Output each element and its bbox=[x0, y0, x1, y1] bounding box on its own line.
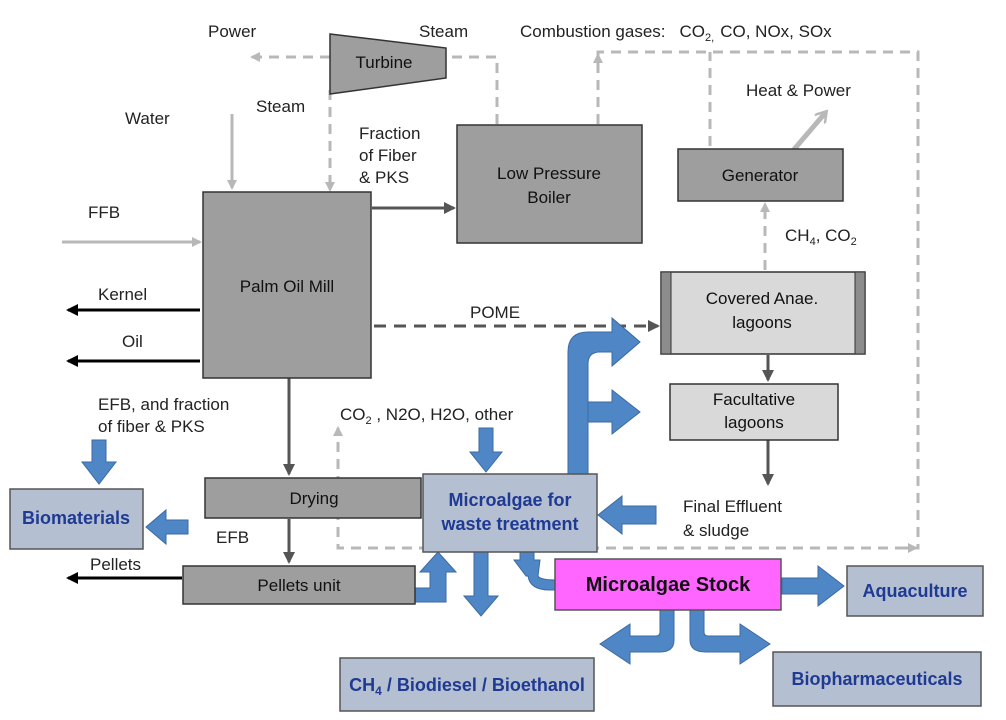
gases-label: CO2 , N2O, H2O, other bbox=[340, 405, 514, 427]
ffb-label: FFB bbox=[88, 203, 120, 222]
steam-left-label: Steam bbox=[256, 97, 305, 116]
palm-oil-mill-box bbox=[202, 191, 372, 379]
gases-co2: CO bbox=[340, 405, 366, 424]
palm-oil-mill-label: Palm Oil Mill bbox=[240, 277, 334, 296]
generator-label: Generator bbox=[722, 166, 799, 185]
final-effluent-label-line2: & sludge bbox=[683, 521, 749, 540]
dark-arrows bbox=[283, 202, 774, 564]
biogas-ch-sub: 4 bbox=[810, 236, 816, 248]
fraction-label-line3: & PKS bbox=[359, 168, 409, 187]
microalgae-waste-box bbox=[422, 473, 598, 553]
boiler-steam-to-turbine-arrow bbox=[446, 55, 499, 124]
biogas-co2-sub: 2 bbox=[851, 236, 857, 248]
stock-to-biopharmaceuticals-arrow bbox=[689, 609, 771, 665]
facultative-label-line1: Facultative bbox=[713, 390, 795, 409]
covered-lagoons-box bbox=[660, 271, 866, 355]
generator-box bbox=[677, 148, 844, 202]
biofuels-box bbox=[339, 657, 595, 712]
steam-top-label: Steam bbox=[419, 22, 468, 41]
biopharmaceuticals-label: Biopharmaceuticals bbox=[791, 669, 962, 689]
combustion-gases-label: Combustion gases: CO2, CO, NOx, SOx bbox=[520, 22, 832, 44]
covered-lagoons-label-line1: Covered Anae. bbox=[706, 289, 818, 308]
low-pressure-boiler-box bbox=[456, 124, 643, 244]
pellets-label: Pellets bbox=[90, 555, 141, 574]
gray-solid-arrows bbox=[62, 114, 237, 247]
facultative-label-line2: lagoons bbox=[724, 413, 784, 432]
microalgae-to-covered-lagoons-arrow bbox=[567, 316, 641, 475]
gases-co2-sub: 2 bbox=[366, 415, 372, 427]
microalgae-waste-label-line1: Microalgae for bbox=[448, 490, 571, 510]
microalgae-stock-box bbox=[554, 558, 782, 611]
combustion-co2: CO bbox=[680, 22, 706, 41]
biofuels-label: CH4 / Biodiesel / Bioethanol bbox=[349, 675, 585, 698]
boiler-label-line2: Boiler bbox=[527, 188, 571, 207]
facultative-lagoons-box bbox=[669, 383, 839, 441]
biogas-rest: , CO bbox=[816, 226, 851, 245]
pome-label: POME bbox=[470, 303, 520, 322]
combustion-co2-sub: 2, bbox=[705, 32, 714, 44]
gray-dashed-lines bbox=[250, 50, 920, 553]
effluent-to-microalgae-arrow bbox=[597, 494, 657, 536]
microalgae-waste-label-line2: waste treatment bbox=[440, 514, 578, 534]
covered-lagoons-right-band bbox=[854, 271, 866, 355]
fraction-label-line1: Fraction bbox=[359, 124, 420, 143]
combustion-prefix: Combustion gases: bbox=[520, 22, 666, 41]
black-output-arrows bbox=[66, 304, 200, 584]
microalgae-to-biofuels-arrow bbox=[462, 551, 500, 617]
microalgae-to-facultative-arrow bbox=[587, 388, 641, 436]
oil-label: Oil bbox=[122, 332, 143, 351]
drying-box bbox=[204, 477, 422, 519]
water-label: Water bbox=[125, 109, 170, 128]
drying-to-biomaterials-arrow bbox=[145, 508, 189, 546]
turbine-shape bbox=[329, 33, 447, 95]
biopharmaceuticals-box bbox=[772, 651, 982, 707]
pellets-unit-box bbox=[182, 565, 416, 605]
aquaculture-box bbox=[846, 565, 984, 617]
efb-label: EFB bbox=[216, 528, 249, 547]
biomaterials-label: Biomaterials bbox=[22, 508, 130, 528]
biofuels-label-ch: CH bbox=[349, 675, 375, 695]
stock-to-aquaculture-arrow bbox=[781, 564, 845, 608]
biomaterials-box bbox=[9, 488, 144, 550]
covered-lagoons-left-band bbox=[660, 271, 672, 355]
gases-rest: , N2O, H2O, other bbox=[372, 405, 514, 424]
turbine-label: Turbine bbox=[355, 53, 412, 72]
heat-power-label: Heat & Power bbox=[746, 81, 851, 100]
power-label: Power bbox=[208, 22, 257, 41]
covered-lagoons-label-line2: lagoons bbox=[732, 313, 792, 332]
efb-fraction-label-line1: EFB, and fraction bbox=[98, 395, 229, 414]
gases-to-microalgae-arrow bbox=[468, 427, 504, 473]
aquaculture-label: Aquaculture bbox=[862, 581, 967, 601]
kernel-label: Kernel bbox=[98, 285, 147, 304]
blue-arrows bbox=[80, 316, 845, 665]
stock-to-biofuels-arrow bbox=[599, 609, 675, 665]
biogas-ch: CH bbox=[785, 226, 810, 245]
combustion-rest: CO, NOx, SOx bbox=[720, 22, 832, 41]
microalgae-stock-label: Microalgae Stock bbox=[586, 574, 751, 596]
pellets-unit-label: Pellets unit bbox=[257, 576, 340, 595]
efb-fraction-label-line2: of fiber & PKS bbox=[98, 417, 205, 436]
final-effluent-label-line1: Final Effluent bbox=[683, 497, 782, 516]
biogas-label: CH4, CO2 bbox=[785, 226, 857, 248]
fraction-label-line2: of Fiber bbox=[359, 146, 417, 165]
drying-label: Drying bbox=[289, 489, 338, 508]
biofuels-label-subscript: 4 bbox=[375, 684, 382, 698]
boiler-label-line1: Low Pressure bbox=[497, 164, 601, 183]
biofuels-label-rest: / Biodiesel / Bioethanol bbox=[382, 675, 585, 695]
efb-to-biomaterials-arrow bbox=[80, 439, 118, 485]
